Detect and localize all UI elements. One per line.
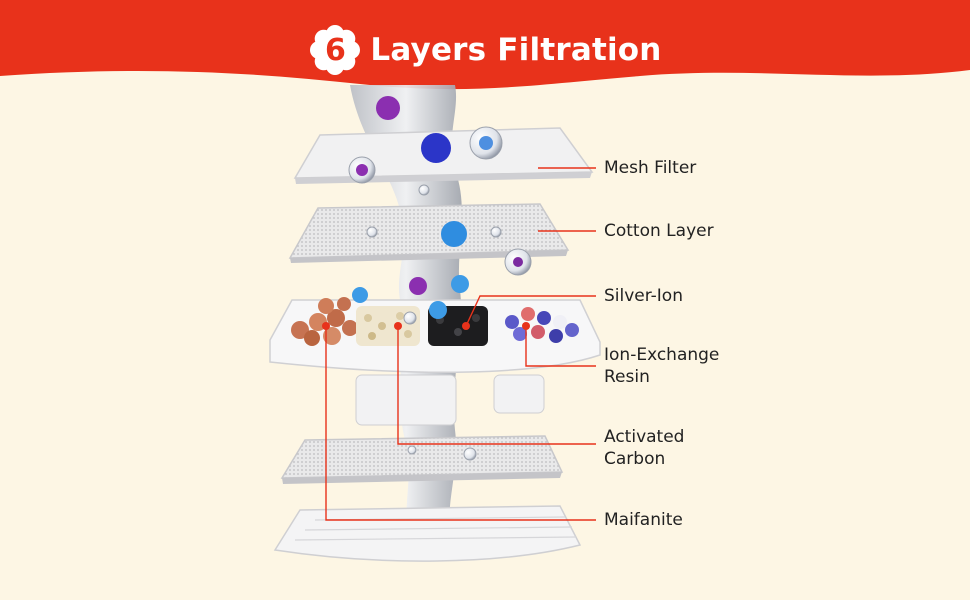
label-activated-carbon: Activated Carbon: [604, 426, 684, 470]
callout-line-maifanite: [325, 326, 596, 521]
layer-media-tray: [269, 297, 601, 426]
callout-dot-activated-carbon: [394, 322, 402, 330]
label-ion-exchange-line-1: Ion-Exchange: [604, 345, 720, 365]
callout-line-silver-ion: [465, 295, 596, 327]
maifanite-media: [291, 297, 358, 346]
contaminant-particles: [348, 96, 532, 461]
callout-line-activated-carbon: [397, 326, 596, 445]
callout-dot-silver-ion: [462, 322, 470, 330]
callout-dots: [322, 322, 530, 330]
header-band: 6 Layers Filtration: [0, 0, 970, 100]
layer-base-grate: [273, 505, 582, 562]
callout-lines: [325, 167, 596, 521]
label-silver-ion: Silver-Ion: [604, 285, 683, 307]
page-title: Layers Filtration: [370, 32, 662, 68]
callout-dot-maifanite: [322, 322, 330, 330]
callout-dot-ion-exchange: [522, 322, 530, 330]
label-activated-carbon-line-2: Carbon: [604, 449, 666, 469]
label-silver-ion-line-1: Silver-Ion: [604, 286, 683, 306]
badge-number: 6: [324, 32, 346, 68]
label-cotton-layer: Cotton Layer: [604, 220, 714, 242]
title-row: 6 Layers Filtration: [0, 20, 970, 80]
label-activated-carbon-line-1: Activated: [604, 427, 685, 447]
label-mesh-filter-line-1: Mesh Filter: [604, 158, 697, 178]
label-cotton-layer-line-1: Cotton Layer: [604, 221, 714, 241]
header-wave-shape: [0, 0, 970, 90]
layer-lower-mesh: [280, 435, 564, 484]
flower-badge-icon: [310, 25, 361, 75]
number-badge: 6: [308, 23, 362, 77]
label-maifanite: Maifanite: [604, 509, 683, 531]
resin-media: [505, 307, 579, 343]
callout-line-ion-exchange: [525, 326, 596, 367]
label-mesh-filter: Mesh Filter: [604, 157, 696, 179]
label-ion-exchange-resin: Ion-Exchange Resin: [604, 344, 719, 388]
label-maifanite-line-1: Maifanite: [604, 510, 683, 530]
layer-cotton: [288, 203, 570, 263]
label-ion-exchange-line-2: Resin: [604, 367, 650, 387]
